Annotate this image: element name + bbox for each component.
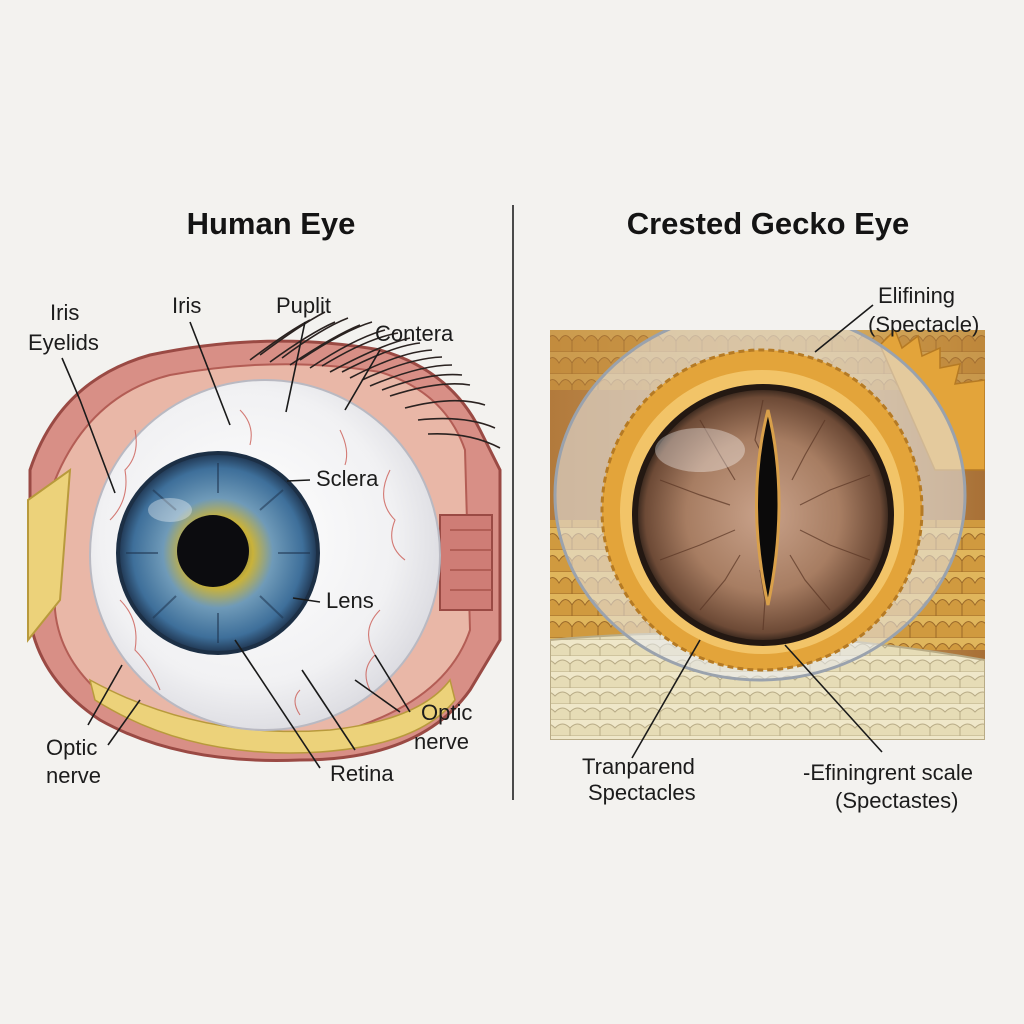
fat-tissue-left — [27, 467, 72, 643]
gecko-eye-illustration — [550, 330, 985, 740]
gecko-highlight — [655, 428, 745, 472]
label-contera: Contera — [375, 321, 454, 346]
label-transparent-spectacles-line1: Tranparend — [582, 754, 695, 779]
label-iris-eyelids-line2: Eyelids — [28, 330, 99, 355]
human-pupil — [177, 515, 249, 587]
label-iris: Iris — [172, 293, 201, 318]
label-optic-nerve-left-line2: nerve — [46, 763, 101, 788]
human-leader-lines — [61, 321, 411, 769]
gecko-slit-pupil — [755, 409, 781, 606]
label-scale-line1: -Efiningrent scale — [803, 760, 973, 785]
label-transparent-spectacles-line2: Spectacles — [588, 780, 696, 805]
gecko-leader-lines — [631, 304, 883, 759]
label-lens: Lens — [326, 588, 374, 613]
iris-fibers — [126, 463, 310, 643]
label-spectacle-top-line1: Elifining — [878, 283, 955, 308]
gecko-eye-title: Crested Gecko Eye — [627, 206, 910, 241]
eyelashes — [249, 311, 501, 449]
label-sclera: Sclera — [316, 466, 379, 491]
label-spectacle-top-line2: (Spectacle) — [868, 312, 979, 337]
human-eye-title: Human Eye — [187, 206, 356, 241]
label-scale-line2: (Spectastes) — [835, 788, 959, 813]
label-retina: Retina — [330, 761, 394, 786]
label-puplit: Puplit — [276, 293, 331, 318]
label-optic-nerve-right-line2: nerve — [414, 729, 469, 754]
optic-nerve-stub — [439, 514, 493, 611]
label-iris-eyelids-line1: Iris — [50, 300, 79, 325]
label-optic-nerve-left-line1: Optic — [46, 735, 97, 760]
label-optic-nerve-right-line1: Optic — [421, 700, 472, 725]
cornea-highlight — [148, 498, 192, 522]
human-eye-illustration — [27, 311, 502, 762]
